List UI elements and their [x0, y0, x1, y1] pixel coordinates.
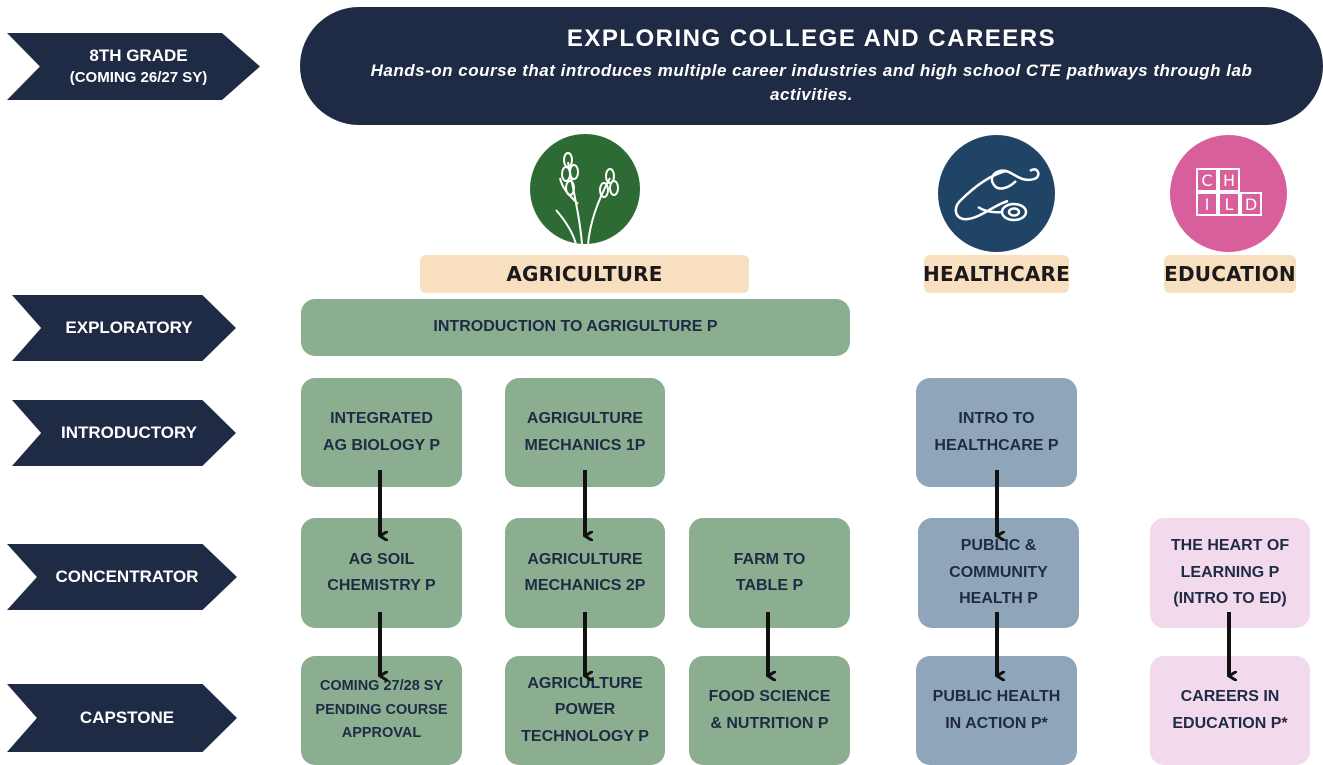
banner-description: Hands-on course that introduces multiple… — [370, 61, 1253, 104]
level-concentrator: CONCENTRATOR — [7, 544, 237, 610]
level-8th-grade-sublabel: (COMING 26/27 SY) — [69, 68, 208, 86]
agriculture-label: AGRICULTURE — [420, 255, 749, 293]
level-introductory-label: INTRODUCTORY — [61, 422, 197, 442]
course-ag-mechanics-2-text: AGRICULTURE MECHANICS 2P — [524, 550, 646, 594]
course-public-health-in-action: PUBLIC HEALTH IN ACTION P* — [916, 656, 1077, 765]
course-ag-mechanics-1-text: AGRIGULTURE MECHANICS 1P — [524, 410, 646, 454]
level-exploratory: EXPLORATORY — [12, 295, 236, 361]
course-integrated-ag-biology-text: INTEGRATED AG BIOLOGY P — [322, 410, 441, 454]
level-concentrator-label: CONCENTRATOR — [55, 566, 199, 586]
course-intro-to-healthcare-text: INTRO TO HEALTHCARE P — [934, 410, 1059, 454]
course-coming-27-28-text: COMING 27/28 SY PENDING COURSE APPROVAL — [315, 677, 448, 742]
course-careers-in-education-text: CAREERS IN EDUCATION P* — [1172, 688, 1288, 732]
course-ag-power-technology-text: AGRICULTURE POWER TECHNOLOGY P — [521, 674, 649, 745]
block-letter-d: D — [1245, 195, 1257, 214]
course-farm-to-table-text: FARM TO TABLE P — [733, 550, 806, 594]
level-introductory: INTRODUCTORY — [12, 400, 236, 466]
banner-title: EXPLORING COLLEGE AND CAREERS — [566, 25, 1057, 53]
wheat-icon — [530, 134, 640, 244]
course-public-community-health-text: PUBLIC & COMMUNITY HEALTH P — [949, 537, 1048, 608]
course-ag-soil-chemistry-text: AG SOIL CHEMISTRY P — [327, 550, 436, 594]
exploring-college-banner: EXPLORING COLLEGE AND CAREERS Hands-on c… — [300, 7, 1323, 125]
child-blocks-icon: C H I L D — [1170, 135, 1287, 252]
level-exploratory-label: EXPLORATORY — [65, 317, 193, 337]
level-8th-grade: 8TH GRADE (COMING 26/27 SY) — [7, 33, 260, 100]
block-letter-c: C — [1201, 171, 1212, 190]
course-farm-to-table: FARM TO TABLE P — [689, 518, 850, 628]
block-letter-h: H — [1223, 171, 1235, 190]
block-letter-i: I — [1205, 195, 1210, 214]
level-capstone-label: CAPSTONE — [79, 707, 175, 727]
course-intro-to-agriculture-text: INTRODUCTION TO AGRIGULTURE P — [433, 318, 718, 336]
course-heart-of-learning: THE HEART OF LEARNING P (INTRO TO ED) — [1150, 518, 1310, 628]
level-capstone: CAPSTONE — [7, 684, 237, 752]
course-ag-mechanics-1: AGRIGULTURE MECHANICS 1P — [505, 378, 665, 487]
course-ag-power-technology: AGRICULTURE POWER TECHNOLOGY P — [505, 656, 665, 765]
level-8th-grade-label: 8TH GRADE — [89, 45, 188, 65]
block-letter-l: L — [1225, 195, 1234, 214]
stethoscope-icon — [938, 135, 1055, 252]
course-intro-to-healthcare: INTRO TO HEALTHCARE P — [916, 378, 1077, 487]
course-public-health-in-action-text: PUBLIC HEALTH IN ACTION P* — [932, 688, 1061, 732]
course-integrated-ag-biology: INTEGRATED AG BIOLOGY P — [301, 378, 462, 487]
healthcare-label: HEALTHCARE — [923, 255, 1070, 293]
course-intro-to-agriculture: INTRODUCTION TO AGRIGULTURE P — [301, 299, 850, 356]
course-food-science-nutrition-text: FOOD SCIENCE & NUTRITION P — [708, 688, 831, 732]
course-heart-of-learning-text: THE HEART OF LEARNING P (INTRO TO ED) — [1170, 537, 1290, 608]
education-label: EDUCATION — [1164, 255, 1296, 293]
